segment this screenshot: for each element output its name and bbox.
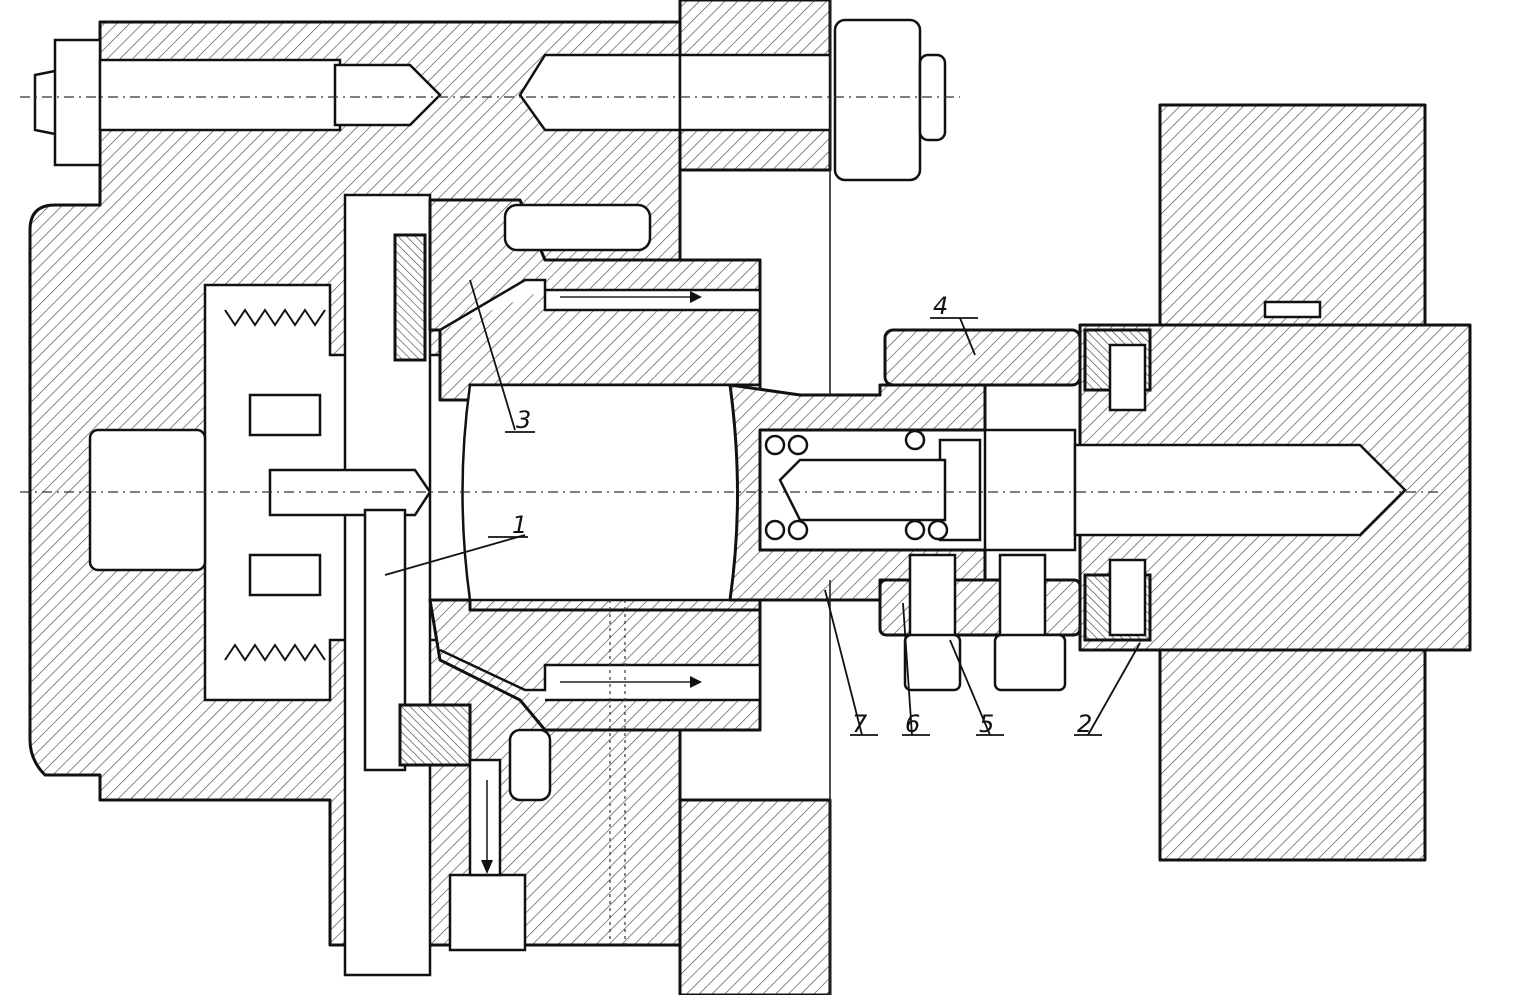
callout-leaders [384,279,1141,736]
right-spindle [764,300,1407,552]
callout-7: 7 [852,710,868,738]
top-bolt-left [33,38,442,167]
callout-6: 6 [905,710,920,738]
face-springs [224,308,326,662]
seal-ring-2 [1083,328,1152,642]
seal-5-6 [903,553,1067,692]
center-pin [248,393,552,952]
rotor-shaft-1 [461,383,987,602]
callout-1: 1 [512,511,527,539]
center-lines [20,0,1440,995]
callout-2: 2 [1077,710,1092,738]
callout-5: 5 [979,710,994,738]
flow-arrows [481,291,702,874]
bushing-3 [428,198,762,732]
callout-4: 4 [933,292,948,320]
top-bolt-right [518,18,947,182]
callout-3: 3 [516,406,531,434]
